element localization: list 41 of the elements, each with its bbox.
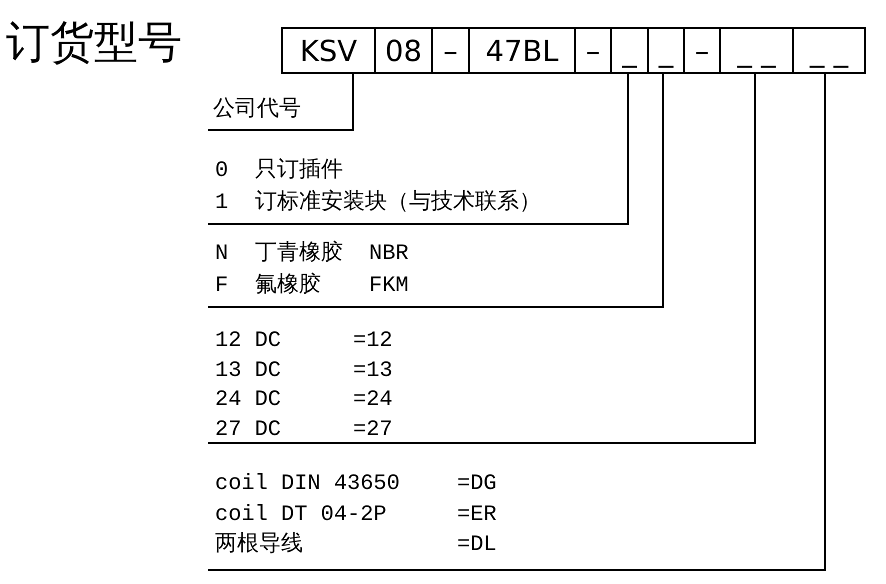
voltage-text: 27 DC (215, 416, 282, 442)
placeholder-segment: _ (647, 27, 685, 74)
leader-line (208, 74, 756, 444)
leader-line (208, 74, 629, 225)
option-code: =24 (353, 387, 393, 413)
voltage-text: 24 DC (215, 387, 282, 413)
option-code: 0 (215, 158, 228, 184)
voltage-text: 13 DC (215, 358, 282, 384)
placeholder-segment: _ _ (719, 27, 794, 74)
option-code: =DG (457, 471, 497, 497)
option-code: =DL (457, 532, 497, 558)
code-segment: 47BL (468, 27, 576, 74)
option-code: =ER (457, 502, 497, 528)
section-label: 公司代号 (213, 97, 301, 123)
code-segment: 08 (374, 27, 433, 74)
page-title: 订货型号 (6, 16, 182, 70)
code-segment: KSV (281, 27, 376, 74)
placeholder-segment: _ (610, 27, 649, 74)
leader-line (208, 74, 826, 571)
connector-text: 两根导线 (215, 532, 303, 558)
leader-line (208, 74, 354, 131)
option-text: 订标准安装块（与技术联系） (255, 190, 541, 216)
option-code: =13 (353, 358, 393, 384)
material-code: NBR (369, 241, 409, 267)
separator-segment: – (683, 27, 721, 74)
leader-line (208, 74, 664, 308)
option-code: =27 (353, 416, 393, 442)
material-name: 丁青橡胶 (255, 241, 343, 267)
option-code: 1 (215, 190, 228, 216)
material-code: FKM (369, 273, 409, 299)
placeholder-segment: _ _ (792, 27, 866, 74)
option-code: N (215, 241, 228, 267)
separator-segment: – (574, 27, 612, 74)
option-code: F (215, 273, 228, 299)
separator-segment: – (431, 27, 470, 74)
material-name: 氟橡胶 (255, 273, 321, 299)
option-code: =12 (353, 328, 393, 354)
option-text: 只订插件 (255, 158, 343, 184)
connector-text: coil DIN 43650 (215, 471, 400, 497)
connector-text: coil DT 04-2P (215, 502, 387, 528)
voltage-text: 12 DC (215, 328, 282, 354)
